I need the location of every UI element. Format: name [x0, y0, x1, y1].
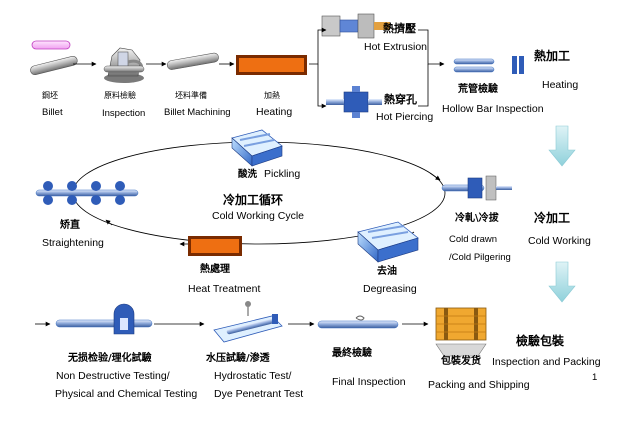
label-packing-en: Packing and Shipping	[428, 379, 530, 391]
stage-label-inspection-zh: 檢驗包裝	[516, 334, 565, 348]
label-degreasing-en: Degreasing	[363, 283, 417, 295]
label-ndt-zh: 无损检验/理化試驗	[68, 353, 152, 364]
label-heat-treatment-en: Heat Treatment	[188, 283, 261, 295]
label-inspection-zh: 原料檢驗	[104, 91, 136, 100]
cycle-arrow-straightening-back	[105, 219, 113, 226]
label-hydro-zh: 水压試驗/渗透	[206, 353, 270, 364]
stage-label-cold-zh: 冷加工	[534, 211, 571, 225]
inspection-machine-icon	[103, 47, 145, 83]
label-heating-zh: 加熱	[264, 91, 280, 100]
label-heat-treatment-zh: 熱處理	[200, 264, 230, 275]
arrow-heating-to-extrusion	[309, 27, 327, 65]
degreasing-tank-icon	[357, 221, 419, 263]
arrow-heating-to-piercing	[317, 64, 327, 109]
heating-furnace-icon	[236, 55, 307, 75]
cold-drawing-machine-icon	[441, 175, 512, 201]
label-pickling-en: Pickling	[264, 168, 301, 180]
machined-billet-icon	[166, 52, 219, 70]
label-packing-zh: 包裝发货	[441, 356, 481, 367]
label-hot-extrusion-en: Hot Extrusion	[364, 41, 428, 53]
label-hollow-bar-en: Hollow Bar Inspection	[442, 103, 544, 115]
cycle-title-zh: 冷加工循环	[223, 193, 284, 207]
arrow-piercing-to-hollow-bar	[418, 64, 429, 107]
stage-label-cold-en: Cold Working	[528, 235, 591, 247]
label-cold-drawn-en1: Cold drawn	[449, 234, 498, 245]
label-hydro-en2: Dye Penetrant Test	[214, 388, 304, 400]
label-ndt-en2: Physical and Chemical Testing	[55, 388, 198, 400]
label-cold-drawn-en2: /Cold Pilgering	[449, 252, 511, 263]
label-machining-zh: 坯料準備	[175, 91, 207, 100]
straightening-machine-icon	[35, 181, 139, 205]
stage-label-inspection-en: Inspection and Packing	[492, 356, 601, 368]
label-hot-piercing-en: Hot Piercing	[376, 111, 434, 123]
hot-extrusion-press-icon	[321, 13, 390, 39]
label-billet-zh: 鋼坯	[42, 91, 58, 100]
stage-label-heating-en: Heating	[542, 79, 579, 91]
billet-icon	[30, 40, 78, 76]
hydrostatic-test-icon	[213, 301, 283, 343]
label-degreasing-zh: 去油	[377, 266, 397, 277]
label-pickling-zh: 酸洗	[238, 169, 258, 180]
label-heating-en: Heating	[256, 106, 293, 118]
packing-bundle-icon	[435, 307, 487, 357]
label-billet-en: Billet	[42, 107, 63, 118]
label-machining-en: Billet Machining	[164, 107, 231, 118]
label-hydro-en1: Hydrostatic Test/	[214, 370, 292, 382]
label-ndt-en1: Non Destructive Testing/	[56, 370, 170, 382]
label-hollow-bar-zh: 荒管檢驗	[458, 84, 498, 95]
label-inspection-en: Inspection	[102, 108, 146, 119]
cycle-arrow-pickling-to-drawn	[429, 172, 441, 181]
ndt-equipment-icon	[55, 303, 153, 335]
hot-piercing-mill-icon	[326, 86, 382, 118]
label-hot-piercing-zh: 熱穿孔	[384, 93, 417, 106]
final-inspection-icon	[317, 315, 399, 329]
heat-treatment-furnace-icon	[188, 236, 242, 256]
stage-arrow-heating-to-cold	[548, 125, 576, 167]
stage-arrow-cold-to-inspection	[548, 261, 576, 303]
label-straightening-en: Straightening	[42, 237, 104, 249]
label-straightening-zh: 矫直	[60, 220, 80, 231]
stage-label-heating-zh: 熱加工	[534, 49, 571, 63]
label-final-zh: 最終檢驗	[332, 348, 372, 359]
pickling-tank-icon	[231, 129, 283, 167]
cycle-title-en: Cold Working Cycle	[212, 210, 305, 222]
hollow-bar-icon	[453, 56, 524, 74]
arrow-extrusion-to-hollow-bar	[418, 29, 445, 67]
page-number: 1	[592, 372, 598, 383]
label-cold-drawn-zh: 冷軋\冷拔	[455, 213, 499, 224]
label-final-en: Final Inspection	[332, 376, 406, 388]
label-hot-extrusion-zh: 熱擠壓	[383, 22, 416, 35]
